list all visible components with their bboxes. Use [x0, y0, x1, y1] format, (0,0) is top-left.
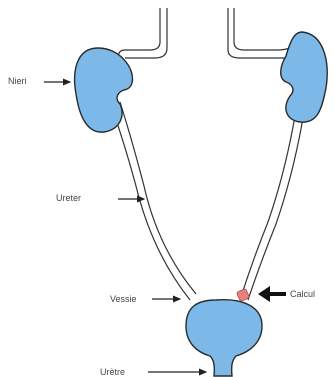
- urethra-label: Urètre: [100, 367, 125, 377]
- calculus-arrow: [258, 286, 286, 302]
- right-renal-vessels: [228, 8, 290, 58]
- right-kidney: [281, 32, 327, 122]
- kidney-label: Nieri: [8, 76, 27, 86]
- ureter-label: Ureter: [56, 193, 81, 203]
- right-ureter: [240, 110, 304, 300]
- calculus-label: Calcul: [290, 289, 315, 299]
- left-ureter: [112, 102, 196, 300]
- left-kidney: [75, 48, 133, 132]
- bladder-label: Vessie: [110, 294, 137, 304]
- bladder: [186, 300, 262, 376]
- left-renal-vessels: [118, 8, 167, 58]
